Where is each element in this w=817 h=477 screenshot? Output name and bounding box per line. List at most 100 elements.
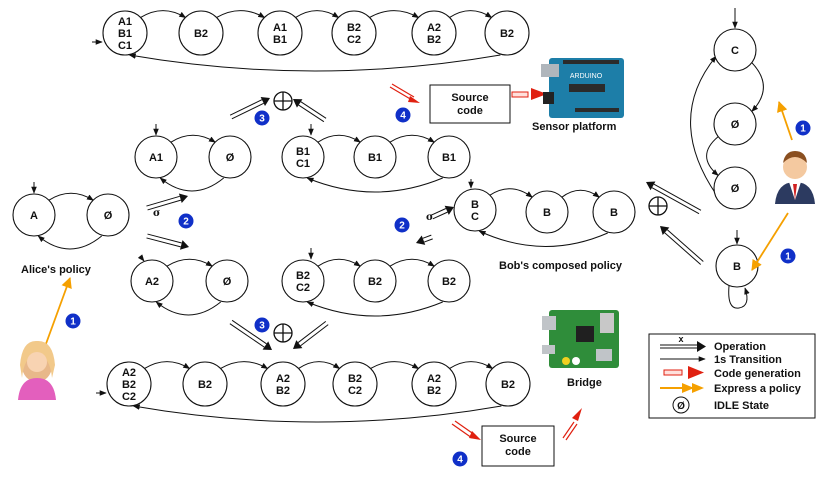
state-label: A2: [122, 367, 136, 379]
state-label: A: [30, 210, 38, 222]
state-circle: [713, 102, 757, 146]
state-circle: [281, 135, 325, 179]
arduino-board-icon: ARDUINO: [541, 58, 624, 118]
operation-arrow-icon: x: [660, 334, 706, 352]
operation-arrow: [646, 181, 702, 215]
state-label: B2: [296, 270, 310, 282]
state-label: C: [731, 45, 739, 57]
code-generation-arrow-bottom-in: [451, 420, 481, 440]
transition-edge: [370, 361, 420, 370]
transition-edge: [449, 10, 493, 19]
transition-edge: [317, 258, 361, 267]
woman-avatar-icon: [18, 340, 56, 400]
state-label: C2: [122, 391, 136, 403]
state-label: A1: [149, 152, 163, 164]
state-alice-0: A: [12, 193, 56, 237]
sigma-label-top-left: σ: [153, 208, 160, 219]
state-label: B1: [118, 28, 132, 40]
transition-edge: [144, 361, 191, 370]
state-bottom-composed-5: B2: [485, 361, 531, 407]
transition-edge: [561, 189, 600, 198]
sensor-platform-caption: Sensor platform: [532, 121, 617, 133]
state-top-composed-5: B2: [484, 10, 530, 56]
svg-text:ARDUINO: ARDUINO: [570, 73, 603, 80]
state-bob-composed-2: B: [592, 190, 636, 234]
self-loop-edge: [728, 285, 750, 309]
state-circle: [713, 28, 757, 72]
transition-edge: [389, 258, 435, 267]
state-label: C1: [296, 158, 310, 170]
oplus-operator-top: [273, 91, 293, 111]
state-label: B1: [442, 152, 456, 164]
svg-text:2: 2: [399, 221, 405, 232]
state-circle: [331, 10, 377, 56]
state-bob-c-0: C: [713, 28, 757, 72]
state-label: B: [471, 199, 479, 211]
state-label: A2: [427, 373, 441, 385]
initial-arrow: [137, 254, 145, 262]
state-label: B2: [347, 22, 361, 34]
transition-back-edge: [37, 235, 103, 250]
oplus-operator-bottom: [273, 323, 293, 343]
state-bottom-composed-1: B2: [182, 361, 228, 407]
state-label: B2: [368, 276, 382, 288]
state-label: Ø: [731, 119, 740, 131]
idle-state-icon: Ø: [672, 396, 690, 414]
state-label: B: [733, 261, 741, 273]
operation-arrow: [229, 97, 270, 120]
state-circle: [427, 135, 471, 179]
state-circle: [411, 361, 457, 407]
idle-symbol: Ø: [677, 401, 685, 412]
step-badge-express: 1: [795, 120, 811, 136]
state-bob-composed-0: BC: [453, 188, 497, 232]
legend-label-express-policy: Express a policy: [714, 383, 802, 395]
state-label: B2: [500, 28, 514, 40]
legend-label-code-generation: Code generation: [714, 368, 801, 380]
state-label: C2: [347, 34, 361, 46]
transitions-layer: [31, 8, 764, 423]
state-label: B1: [368, 152, 382, 164]
state-label: Ø: [223, 276, 232, 288]
transition-edge: [369, 10, 420, 19]
state-label: B2: [198, 379, 212, 391]
state-label: B2: [122, 379, 136, 391]
transition-back-edge: [306, 301, 443, 317]
state-circle: [713, 166, 757, 210]
state-circle: [353, 135, 397, 179]
state-alice-a2-0: A2: [130, 259, 174, 303]
step-badge-express: 1: [780, 248, 796, 264]
state-alice-a1-1: Ø: [208, 135, 252, 179]
state-label: C2: [348, 385, 362, 397]
state-alice-1: Ø: [86, 193, 130, 237]
state-top-composed-1: B2: [178, 10, 224, 56]
state-circle: [106, 361, 152, 407]
step-badge-express: 1: [65, 313, 81, 329]
raspberry-pi-board-icon: [542, 310, 619, 368]
transition-back-edge: [128, 53, 501, 72]
operation-arrow: [293, 321, 329, 349]
state-circle: [525, 190, 569, 234]
transition-edge: [216, 10, 266, 19]
state-label: A2: [427, 22, 441, 34]
transition-edge: [706, 136, 719, 176]
state-label: A2: [145, 276, 159, 288]
svg-text:2: 2: [183, 217, 189, 228]
svg-text:1: 1: [70, 317, 76, 328]
state-alice-a1-0: A1: [134, 135, 178, 179]
man-avatar-icon: [775, 151, 815, 204]
code-generation-arrow-top-in: [389, 83, 420, 103]
state-circle: [353, 259, 397, 303]
